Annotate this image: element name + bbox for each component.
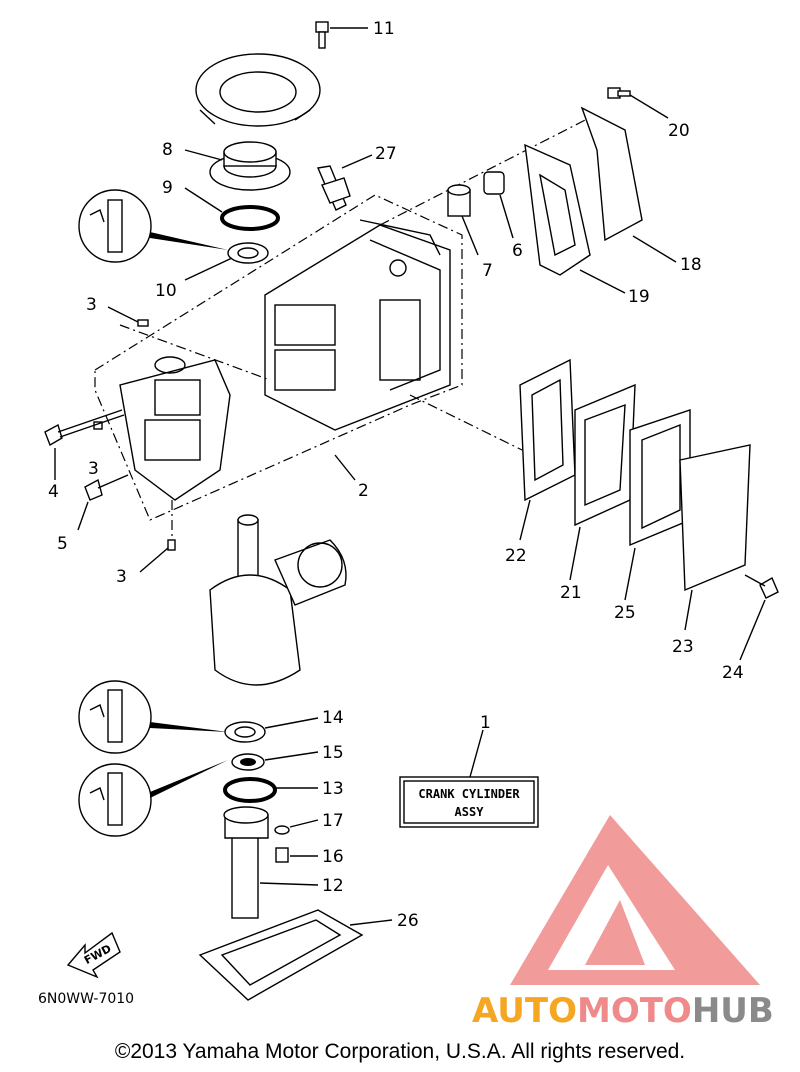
label-19: 19	[628, 287, 650, 307]
watermark-part1: AUTO	[472, 991, 577, 1031]
label-26: 26	[397, 911, 419, 931]
assy-box-line1: CRANK CYLINDER	[418, 787, 520, 801]
automotohub-logo	[510, 815, 760, 985]
housing-8	[209, 141, 291, 191]
label-4: 4	[48, 482, 59, 502]
label-27: 27	[375, 144, 397, 164]
intake-assembly	[119, 356, 231, 501]
washer-17	[274, 825, 290, 835]
label-13: 13	[322, 779, 344, 799]
label-23: 23	[672, 637, 694, 657]
gasket-22	[519, 358, 576, 502]
gasket-26	[198, 909, 364, 1001]
grease-detail-lower	[78, 760, 228, 837]
bolt-20	[607, 87, 631, 99]
o-ring-13	[223, 777, 277, 803]
label-16: 16	[322, 847, 344, 867]
label-3a: 3	[86, 295, 97, 315]
bolt-4	[44, 409, 125, 447]
assembly-boundary	[94, 194, 463, 521]
label-7: 7	[482, 261, 493, 281]
assy-box: CRANK CYLINDER ASSY	[399, 776, 539, 828]
bolt-5	[84, 474, 129, 501]
grease-detail-middle	[78, 680, 228, 754]
assy-box-line2: ASSY	[455, 805, 485, 819]
cover-18	[580, 106, 643, 242]
watermark-part2: MOTO	[577, 991, 692, 1031]
label-11: 11	[373, 19, 395, 39]
label-24: 24	[722, 663, 744, 683]
label-15: 15	[322, 743, 344, 763]
plate-21	[574, 383, 636, 527]
label-9: 9	[162, 178, 173, 198]
watermark-text: AUTOMOTOHUB	[472, 991, 774, 1031]
watermark-part3: HUB	[692, 991, 774, 1031]
top-cover-plate	[195, 53, 321, 127]
label-5: 5	[57, 534, 68, 554]
thermostat-7	[447, 184, 471, 217]
fwd-arrow: FWD	[66, 931, 121, 979]
crankshaft	[209, 514, 347, 686]
seal-14	[224, 721, 266, 743]
gasket-19	[524, 143, 591, 276]
bearing-15	[231, 753, 265, 771]
label-17: 17	[322, 811, 344, 831]
label-21: 21	[560, 583, 582, 603]
label-22: 22	[505, 546, 527, 566]
label-3b: 3	[88, 459, 99, 479]
bolt-16	[275, 847, 289, 863]
bolt-24	[744, 574, 779, 599]
cover-23	[679, 444, 751, 592]
pin-3c	[167, 539, 176, 551]
spark-plug-27	[317, 165, 351, 211]
seal-10	[227, 242, 269, 264]
label-20: 20	[668, 121, 690, 141]
label-10: 10	[155, 281, 177, 301]
diagram-code: 6N0WW-7010	[38, 991, 134, 1007]
label-25: 25	[614, 603, 636, 623]
pin-3a	[137, 319, 149, 327]
label-12: 12	[322, 876, 344, 896]
label-1: 1	[480, 713, 491, 733]
label-2: 2	[358, 481, 369, 501]
grease-detail-top	[78, 189, 228, 263]
label-18: 18	[680, 255, 702, 275]
copyright-notice: ©2013 Yamaha Motor Corporation, U.S.A. A…	[114, 1040, 686, 1063]
o-ring-9	[220, 205, 280, 231]
cover-6	[483, 171, 505, 195]
label-3c: 3	[116, 567, 127, 587]
label-14: 14	[322, 708, 344, 728]
label-8: 8	[162, 140, 173, 160]
bolt-11	[315, 21, 329, 49]
tube-12	[223, 806, 269, 919]
svg-text:AUTOMOTOHUB: AUTOMOTOHUB	[472, 991, 774, 1031]
cylinder-block-2	[264, 219, 451, 431]
label-6: 6	[512, 241, 523, 261]
